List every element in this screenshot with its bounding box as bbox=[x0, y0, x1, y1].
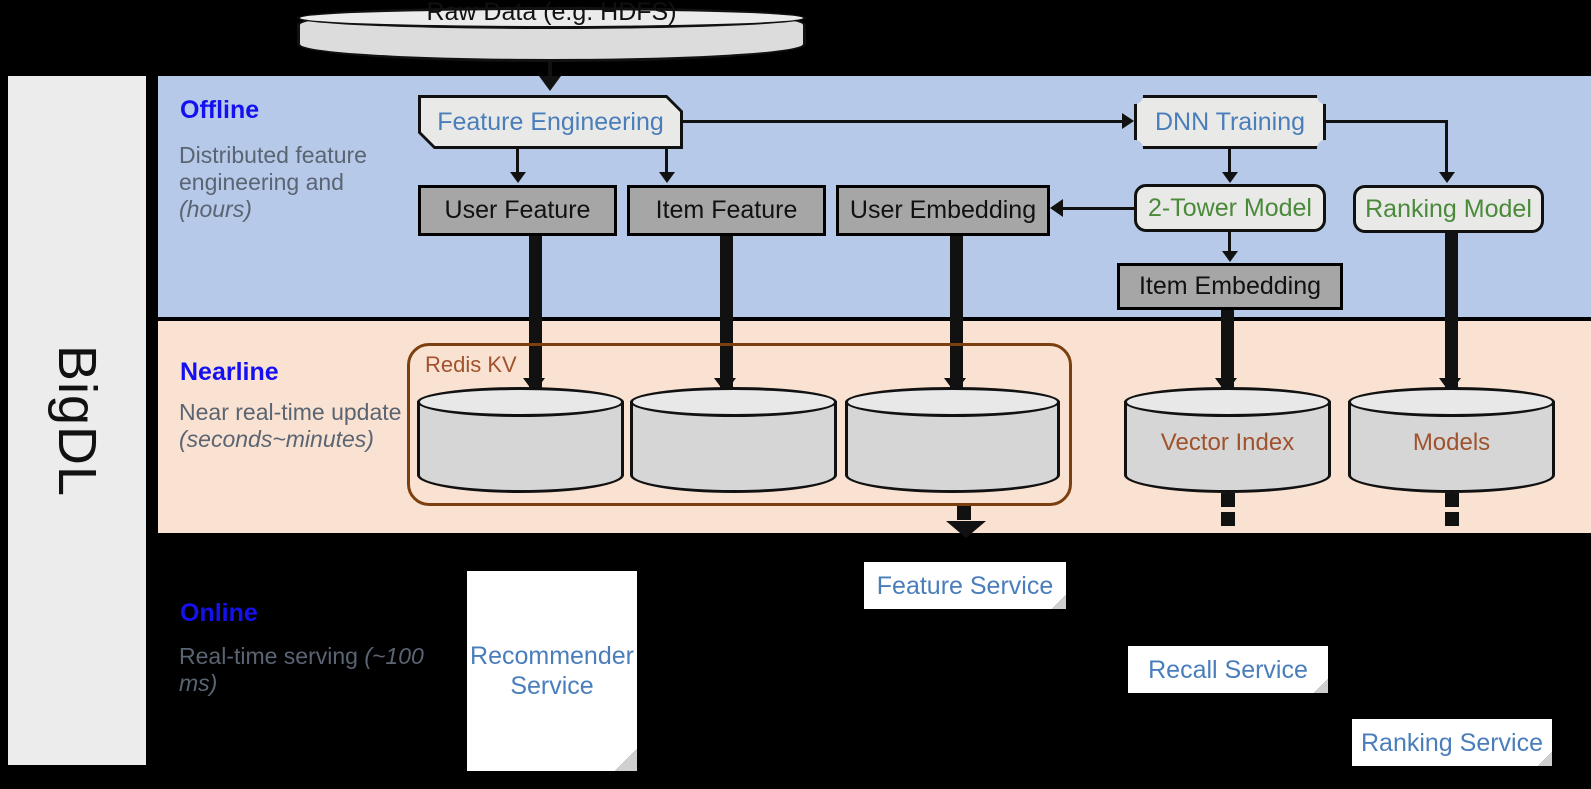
dnn-notch-bl bbox=[1127, 140, 1143, 156]
nearline-desc-italic: (seconds~minutes) bbox=[179, 426, 374, 453]
vector-index-label: Vector Index bbox=[1160, 428, 1295, 456]
online-desc-text: Real-time serving bbox=[179, 643, 365, 669]
connector-square-feature bbox=[957, 506, 971, 520]
recall-service-box[interactable]: Recall Service bbox=[1128, 646, 1328, 693]
redis-kv-label: Redis KV bbox=[425, 352, 517, 377]
feature-engineering-label: Feature Engineering bbox=[437, 107, 664, 136]
redis-kv-container bbox=[407, 343, 1072, 506]
connector-twotower-itemembedding bbox=[1228, 232, 1231, 254]
arrowhead-twotower-itemembedding bbox=[1222, 251, 1238, 262]
connector-fe-userfeature bbox=[516, 149, 519, 173]
raw-data-label: Raw Data (e.g. HDFS) bbox=[426, 0, 677, 26]
item-embedding-label: Item Embedding bbox=[1138, 272, 1322, 300]
dnn-training-label: DNN Training bbox=[1154, 107, 1306, 136]
offline-desc-italic: (hours) bbox=[179, 196, 252, 223]
arrowhead-fe-userfeature bbox=[510, 172, 526, 183]
feature-service-label: Feature Service bbox=[876, 571, 1054, 600]
pipe-userembedding-store bbox=[950, 236, 963, 388]
user-feature-box[interactable]: User Feature bbox=[418, 185, 617, 236]
connector-square-vector-a bbox=[1221, 493, 1235, 507]
user-embedding-store-cylinder[interactable] bbox=[845, 387, 1060, 493]
online-title: Online bbox=[180, 599, 258, 627]
arrowhead-twotower-userembedding bbox=[1050, 199, 1063, 217]
vector-index-cylinder[interactable]: Vector Index bbox=[1124, 387, 1331, 493]
user-embedding-box[interactable]: User Embedding bbox=[836, 185, 1050, 236]
ranking-model-box[interactable]: Ranking Model bbox=[1353, 185, 1544, 233]
two-tower-model-box[interactable]: 2-Tower Model bbox=[1134, 184, 1326, 232]
two-tower-model-label: 2-Tower Model bbox=[1148, 193, 1312, 222]
user-feature-label: User Feature bbox=[444, 196, 591, 224]
cylinder-top bbox=[297, 7, 806, 29]
bigdl-sidebar-panel bbox=[8, 76, 146, 765]
ranking-model-label: Ranking Model bbox=[1365, 194, 1532, 223]
recall-service-label: Recall Service bbox=[1148, 655, 1308, 684]
arrowhead-fe-itemfeature bbox=[659, 172, 675, 183]
cylinder-top bbox=[845, 387, 1060, 417]
online-desc-italic: (~100 ms) bbox=[179, 643, 424, 697]
raw-data-store[interactable]: Raw Data (e.g. HDFS) bbox=[297, 0, 806, 62]
offline-desc-text: Distributed feature engineering and bbox=[179, 142, 367, 196]
arrowhead-fe-dnn bbox=[1122, 113, 1134, 129]
models-label: Models bbox=[1412, 428, 1491, 456]
connector-fe-itemfeature bbox=[665, 149, 668, 173]
item-feature-label: Item Feature bbox=[655, 196, 798, 224]
dnn-notch-tl bbox=[1127, 88, 1143, 104]
pipe-itemembedding-vector bbox=[1221, 310, 1234, 388]
cylinder-top bbox=[630, 387, 837, 417]
arrowhead-dnn-ranking bbox=[1439, 172, 1455, 183]
recommender-service-label: Recommender Service bbox=[470, 642, 634, 700]
connector-square-vector-b bbox=[1221, 512, 1235, 526]
connector-twotower-userembedding bbox=[1063, 207, 1134, 210]
pipe-itemfeature-store bbox=[720, 236, 733, 388]
cylinder-top bbox=[1348, 387, 1555, 417]
user-embedding-label: User Embedding bbox=[849, 196, 1037, 224]
cylinder-top bbox=[417, 387, 624, 417]
models-cylinder[interactable]: Models bbox=[1348, 387, 1555, 493]
connector-dnn-twotower bbox=[1228, 149, 1231, 173]
item-embedding-box[interactable]: Item Embedding bbox=[1117, 263, 1343, 310]
arrowhead-rawdata-fe bbox=[539, 76, 561, 91]
arrowhead-feature-service bbox=[946, 521, 986, 538]
connector-fe-dnn bbox=[683, 120, 1124, 123]
dnn-notch-tr bbox=[1317, 88, 1333, 104]
connector-dnn-ranking-h bbox=[1326, 120, 1448, 123]
user-feature-store-cylinder[interactable] bbox=[417, 387, 624, 493]
connector-square-models-a bbox=[1445, 493, 1459, 507]
cylinder-top bbox=[1124, 387, 1331, 417]
connector-square-models-b bbox=[1445, 512, 1459, 526]
connector-rawdata-fe bbox=[548, 60, 552, 80]
online-description: Real-time serving (~100 ms) bbox=[179, 643, 429, 697]
nearline-title: Nearline bbox=[180, 358, 279, 386]
recommender-service-box[interactable]: Recommender Service bbox=[467, 571, 637, 771]
feature-engineering-box[interactable]: Feature Engineering bbox=[421, 98, 680, 146]
offline-title: Offline bbox=[180, 96, 260, 124]
pipe-userfeature-store bbox=[529, 236, 542, 388]
nearline-description: Near real-time update (seconds~minutes) bbox=[179, 399, 424, 453]
connector-dnn-ranking-v bbox=[1445, 120, 1448, 173]
item-feature-store-cylinder[interactable] bbox=[630, 387, 837, 493]
dnn-training-box[interactable]: DNN Training bbox=[1137, 98, 1323, 146]
item-feature-box[interactable]: Item Feature bbox=[627, 185, 826, 236]
feature-service-box[interactable]: Feature Service bbox=[864, 562, 1066, 609]
ranking-service-box[interactable]: Ranking Service bbox=[1352, 719, 1552, 766]
nearline-desc-text: Near real-time update bbox=[179, 399, 402, 425]
bigdl-label-text: BigDL bbox=[47, 344, 108, 497]
ranking-service-label: Ranking Service bbox=[1360, 728, 1544, 757]
bigdl-label: BigDL bbox=[8, 76, 146, 765]
offline-description: Distributed feature engineering and (hou… bbox=[179, 142, 404, 223]
dnn-notch-br bbox=[1317, 140, 1333, 156]
arrowhead-dnn-twotower bbox=[1222, 172, 1238, 183]
pipe-ranking-models bbox=[1445, 233, 1458, 388]
